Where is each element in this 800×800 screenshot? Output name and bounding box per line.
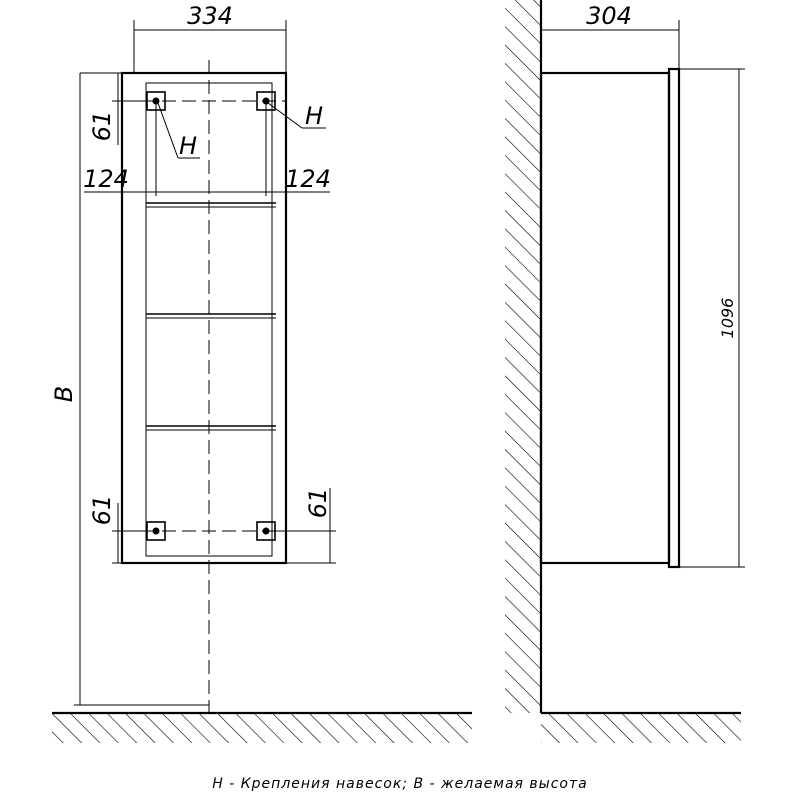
width-dim-label: 334 bbox=[187, 2, 233, 30]
bottom-offset-left-label: 61 bbox=[88, 495, 116, 526]
side-height-dimension: 1096 bbox=[679, 68, 745, 568]
floor-front bbox=[52, 711, 472, 743]
mount-label-left: H bbox=[179, 132, 197, 160]
legend-caption: H - Крепления навесок; B - желаемая высо… bbox=[212, 776, 588, 792]
side-height-label: 1096 bbox=[718, 298, 737, 339]
bottom-offset-right-dimension: 61 bbox=[275, 488, 336, 564]
edge-offset-right-label: 124 bbox=[285, 165, 331, 193]
front-view: 334 B 61 124 124 H bbox=[50, 2, 472, 743]
wall-side bbox=[505, 0, 543, 713]
depth-dim-label: 304 bbox=[586, 2, 632, 30]
height-dimension: B bbox=[50, 72, 209, 706]
bottom-offset-left-dimension: 61 bbox=[88, 495, 147, 564]
depth-dimension: 304 bbox=[541, 2, 680, 69]
cabinet-door bbox=[667, 67, 681, 569]
height-label: B bbox=[50, 386, 78, 402]
floor-side bbox=[541, 711, 741, 743]
top-offset-label: 61 bbox=[88, 111, 116, 142]
width-dimension: 334 bbox=[133, 2, 287, 73]
mount-label-right: H bbox=[305, 102, 323, 130]
cabinet-side-body bbox=[539, 71, 671, 565]
edge-offset-left-label: 124 bbox=[83, 165, 129, 193]
mount-callouts: H H bbox=[157, 102, 326, 160]
cabinet-body bbox=[120, 71, 288, 565]
side-view: 304 1096 bbox=[505, 0, 745, 743]
shelves bbox=[146, 202, 276, 431]
bottom-offset-right-label: 61 bbox=[304, 488, 332, 519]
top-offset-dimension: 61 bbox=[88, 72, 147, 145]
edge-offset-dimension: 124 124 bbox=[83, 101, 331, 196]
